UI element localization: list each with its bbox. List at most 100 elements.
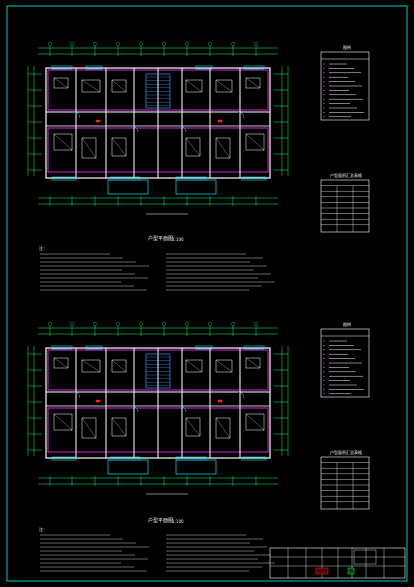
furniture — [53, 413, 73, 431]
furniture — [53, 77, 69, 89]
door-swing — [237, 111, 245, 119]
section-marker — [217, 119, 223, 123]
door-swing — [73, 391, 81, 399]
axis-bubble — [254, 42, 258, 46]
window — [51, 65, 73, 70]
furniture — [53, 357, 69, 369]
furniture — [215, 79, 233, 93]
furniture-detail — [81, 359, 101, 373]
furniture-detail — [185, 417, 201, 437]
door-swing — [179, 125, 187, 133]
furniture-detail — [81, 137, 97, 159]
axis-bubble — [139, 322, 143, 326]
furniture — [245, 77, 261, 89]
axis-bubble — [139, 42, 143, 46]
furniture — [245, 357, 261, 369]
furniture — [111, 79, 127, 93]
furniture — [111, 137, 127, 157]
legend-table — [320, 51, 370, 121]
door-swing — [73, 111, 81, 119]
door-swing — [131, 405, 139, 413]
furniture-detail — [215, 359, 233, 373]
axis-bubble — [208, 322, 212, 326]
legend-lower-heading: 图例 — [343, 322, 351, 327]
furniture-detail — [111, 79, 127, 93]
axis-bubble — [116, 42, 120, 46]
plan-upper-title: 户型平面图 — [148, 236, 174, 242]
furniture — [81, 359, 101, 373]
floor-plan-lower — [27, 322, 289, 495]
furniture-detail — [111, 417, 127, 437]
furniture-detail — [185, 359, 203, 373]
legend-table — [320, 328, 370, 398]
furniture — [185, 137, 201, 157]
section-marker — [95, 119, 101, 123]
furniture-detail — [53, 77, 69, 89]
furniture-detail — [245, 357, 261, 369]
furniture — [111, 359, 127, 373]
furniture-detail — [53, 357, 69, 369]
window — [241, 176, 267, 181]
furniture-detail — [245, 413, 265, 431]
furniture-detail — [53, 133, 73, 151]
window — [195, 65, 213, 70]
axis-bubble — [116, 322, 120, 326]
window — [51, 176, 77, 181]
balcony — [107, 179, 149, 195]
axis-bubble — [208, 42, 212, 46]
furniture — [111, 417, 127, 437]
furniture — [215, 417, 231, 439]
furniture-detail — [215, 417, 231, 439]
section-marker — [217, 399, 223, 403]
balcony — [175, 179, 217, 195]
axis-bubble — [93, 42, 97, 46]
area-table — [320, 179, 370, 233]
furniture — [185, 79, 203, 93]
window — [243, 65, 265, 70]
furniture-detail — [215, 79, 233, 93]
axis-bubble — [254, 322, 258, 326]
notes-block — [40, 253, 275, 572]
axis-bubble — [162, 42, 166, 46]
title-block-stamp — [315, 567, 329, 575]
notes-lower-heading: 注： — [39, 527, 47, 532]
legend-upper-heading: 图例 — [343, 45, 351, 50]
furniture-detail — [185, 137, 201, 157]
window — [85, 345, 103, 350]
area-table-upper-heading: 户型面积汇总表格 — [330, 173, 362, 178]
furniture — [53, 133, 73, 151]
window — [243, 345, 265, 350]
plan-upper-scale: 1:100 — [172, 237, 184, 242]
balcony — [107, 459, 149, 475]
window — [195, 345, 213, 350]
axis-bubble — [70, 322, 74, 326]
furniture — [215, 359, 233, 373]
axis-bubble — [231, 42, 235, 46]
title-block-logo — [353, 549, 377, 565]
door-swing — [131, 125, 139, 133]
balcony — [175, 459, 217, 475]
window — [51, 345, 73, 350]
furniture-detail — [245, 133, 265, 151]
plan-lower-title: 户型平面图 — [148, 518, 174, 524]
floor-plan-upper — [27, 42, 289, 215]
furniture-detail — [111, 137, 127, 157]
window — [85, 65, 103, 70]
furniture-detail — [111, 359, 127, 373]
side-tables — [320, 51, 370, 510]
window — [241, 456, 267, 461]
door-swing — [179, 405, 187, 413]
axis-bubble — [70, 42, 74, 46]
title-block — [269, 547, 406, 579]
window — [51, 456, 77, 461]
notes-upper-heading: 注： — [39, 246, 47, 251]
plan-lower-scale: 1:100 — [172, 519, 184, 524]
furniture — [185, 359, 203, 373]
furniture — [81, 79, 101, 93]
furniture — [185, 417, 201, 437]
furniture-detail — [81, 79, 101, 93]
axis-bubble — [48, 42, 52, 46]
furniture-detail — [81, 417, 97, 439]
furniture-detail — [185, 79, 203, 93]
furniture — [81, 417, 97, 439]
